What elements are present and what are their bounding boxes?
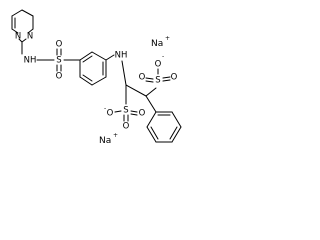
bond [130, 110, 138, 113]
bond [146, 126, 157, 143]
bond [114, 110, 122, 113]
sulfonate-b-o1-label: O [139, 73, 146, 83]
bond [27, 28, 34, 34]
sulfonate-a-s-label: S [123, 106, 128, 116]
sodium-ion-top-charge: + [165, 35, 170, 42]
bond [145, 77, 154, 80]
bond [171, 111, 182, 128]
amine-nh-label: NH [115, 51, 128, 61]
bond [11, 9, 23, 17]
chemical-structure-diagram: N N NH S O O NH S O O O - S O O O - [11, 9, 182, 146]
bond [82, 55, 93, 63]
sodium-ion-top: Na [151, 39, 163, 49]
bond [145, 87, 157, 97]
bond [18, 38, 23, 43]
sulfonate-a-o2-label: O [139, 109, 146, 119]
sulfonate-a-charge: - [104, 105, 106, 112]
phenyl-ring [146, 111, 182, 143]
sulfonate-b-s-label: S [155, 76, 160, 86]
sodium-ion-bottom: Na [99, 136, 111, 146]
bond [91, 51, 107, 61]
bond [146, 111, 157, 128]
bond [171, 126, 182, 143]
bond [130, 113, 138, 116]
sulfonate-b-o3-label: O [155, 60, 162, 70]
bond [91, 76, 107, 86]
bond [162, 76, 171, 79]
pyrimidine-n1-label: N [15, 32, 21, 42]
sulfonamide-nh-label: NH [24, 56, 37, 66]
benzene-ring [79, 51, 107, 86]
bond [125, 84, 147, 97]
sulfonate-a-o1-label: O [123, 122, 130, 132]
bond [11, 28, 19, 34]
bond [145, 80, 154, 83]
sulfonyl-o1-label: O [56, 40, 63, 50]
sulfonate-b-charge: - [162, 53, 164, 60]
pyrimidine-ring [11, 9, 34, 55]
bond [21, 38, 27, 43]
bond [79, 76, 93, 86]
sulfonate-a-o3-label: O [107, 109, 114, 119]
bond [121, 60, 127, 86]
bond [169, 126, 178, 140]
bond [82, 74, 93, 82]
sulfonyl-s-label: S [56, 56, 61, 66]
sodium-ion-bottom-charge: + [113, 132, 118, 139]
bond [21, 9, 34, 17]
bond [79, 51, 93, 61]
bond [105, 54, 115, 61]
bond [162, 79, 171, 82]
sulfonyl-o2-label: O [56, 72, 63, 82]
bond [145, 95, 157, 113]
bond [150, 126, 159, 140]
pyrimidine-n2-label: N [27, 32, 33, 42]
sulfonate-b-o2-label: O [171, 73, 178, 83]
